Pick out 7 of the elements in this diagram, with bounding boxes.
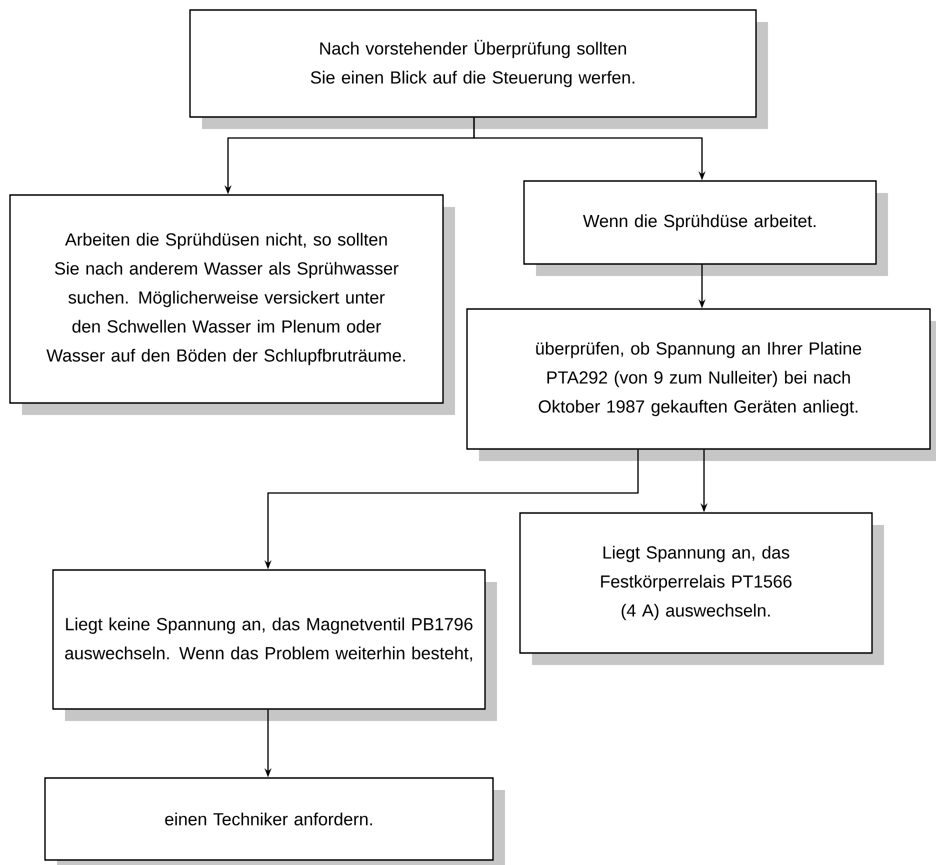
process-box: Wenn die Sprühdüse arbeitet.: [523, 180, 888, 276]
process-box: einen Techniker anfordern.: [44, 777, 505, 865]
process-box: Liegt Spannung an, das Festkörperrelais PT1566 (4 A) auswechseln.: [519, 512, 884, 665]
process-box: überprüfen, ob Spannung an Ihrer Platine PTA292 (von 9 zum Nulleiter) bei nach Oktober 1987 gekauften Geräten anliegt.: [466, 308, 936, 461]
process-box: Liegt keine Spannung an, das Magnetventil PB1796 auswechseln. Wenn das Problem weiterhin besteht,: [52, 569, 497, 721]
process-box: Nach vorstehender Überprüfung sollten Sie einen Blick auf die Steuerung werfen.: [189, 9, 768, 129]
process-box: Arbeiten die Sprühdüsen nicht, so sollten Sie nach anderem Wasser als Sprühwasser suchen. Möglicherweise versickert unter den Schwellen Wasser im Plenum oder Wasser auf den Böden der Schlupfbruträume.: [9, 194, 455, 415]
